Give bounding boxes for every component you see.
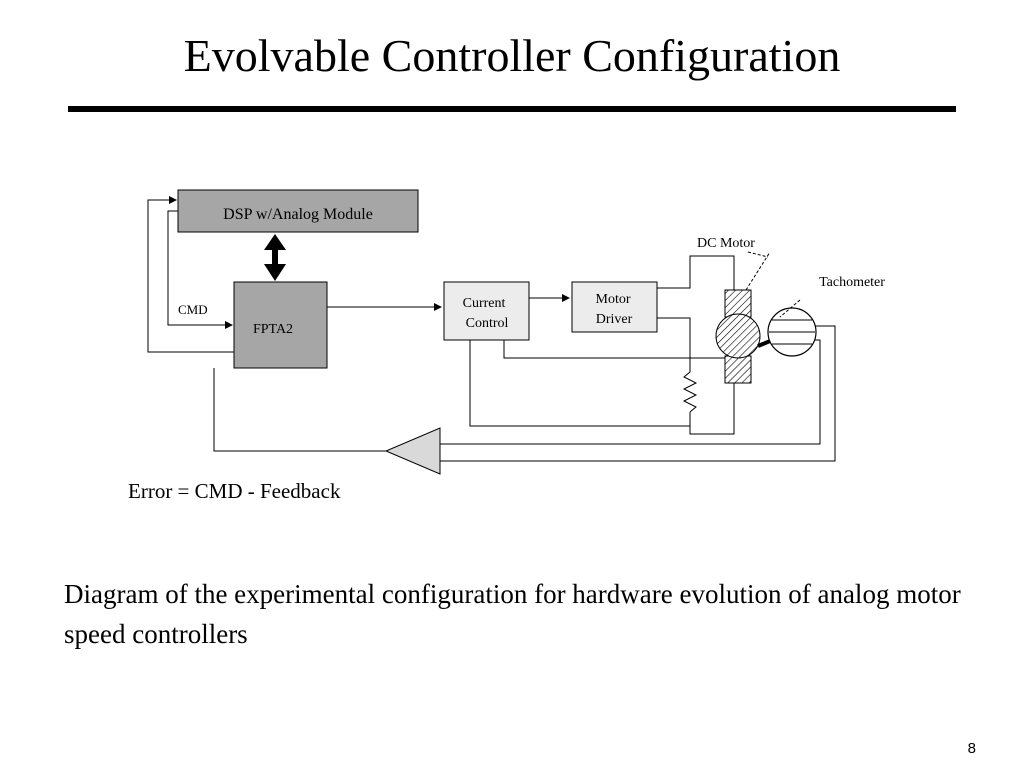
current-control-label-1: Current — [463, 296, 506, 311]
motor-driver-block: Motor Driver — [571, 281, 658, 333]
slide-title: Evolvable Controller Configuration — [183, 30, 841, 81]
slide-caption: Diagram of the experimental configuratio… — [64, 579, 961, 649]
tachometer: Tachometer — [767, 275, 885, 357]
dc-motor-label: DC Motor — [697, 236, 755, 251]
tachometer-label: Tachometer — [819, 275, 885, 290]
cmd-line: CMD — [167, 210, 233, 329]
dc-motor: DC Motor — [697, 236, 771, 384]
page-number: 8 — [967, 740, 976, 757]
dc-motor-leader — [747, 251, 769, 258]
error-equation: Error = CMD - Feedback — [128, 479, 341, 503]
cmd-label: CMD — [178, 302, 208, 317]
motor-driver-label-1: Motor — [596, 292, 631, 307]
current-sense-lines — [469, 340, 690, 427]
current-control-label-2: Control — [466, 316, 509, 331]
dsp-fpta-bus-arrow — [264, 234, 286, 281]
motor-wiring — [657, 255, 735, 435]
feedback-to-fpta-line — [213, 368, 386, 452]
fpta2-block: FPTA2 — [233, 281, 328, 369]
dsp-feedback-line — [147, 196, 234, 353]
dsp-label: DSP w/Analog Module — [223, 206, 373, 223]
tachometer-feedback-lines — [440, 325, 836, 462]
motor-driver-label-2: Driver — [596, 312, 633, 327]
feedback-amplifier — [384, 427, 441, 475]
dsp-block: DSP w/Analog Module — [177, 189, 419, 233]
title-underline — [68, 106, 956, 112]
fpta2-label: FPTA2 — [253, 322, 293, 337]
current-control-block: Current Control — [443, 281, 530, 341]
